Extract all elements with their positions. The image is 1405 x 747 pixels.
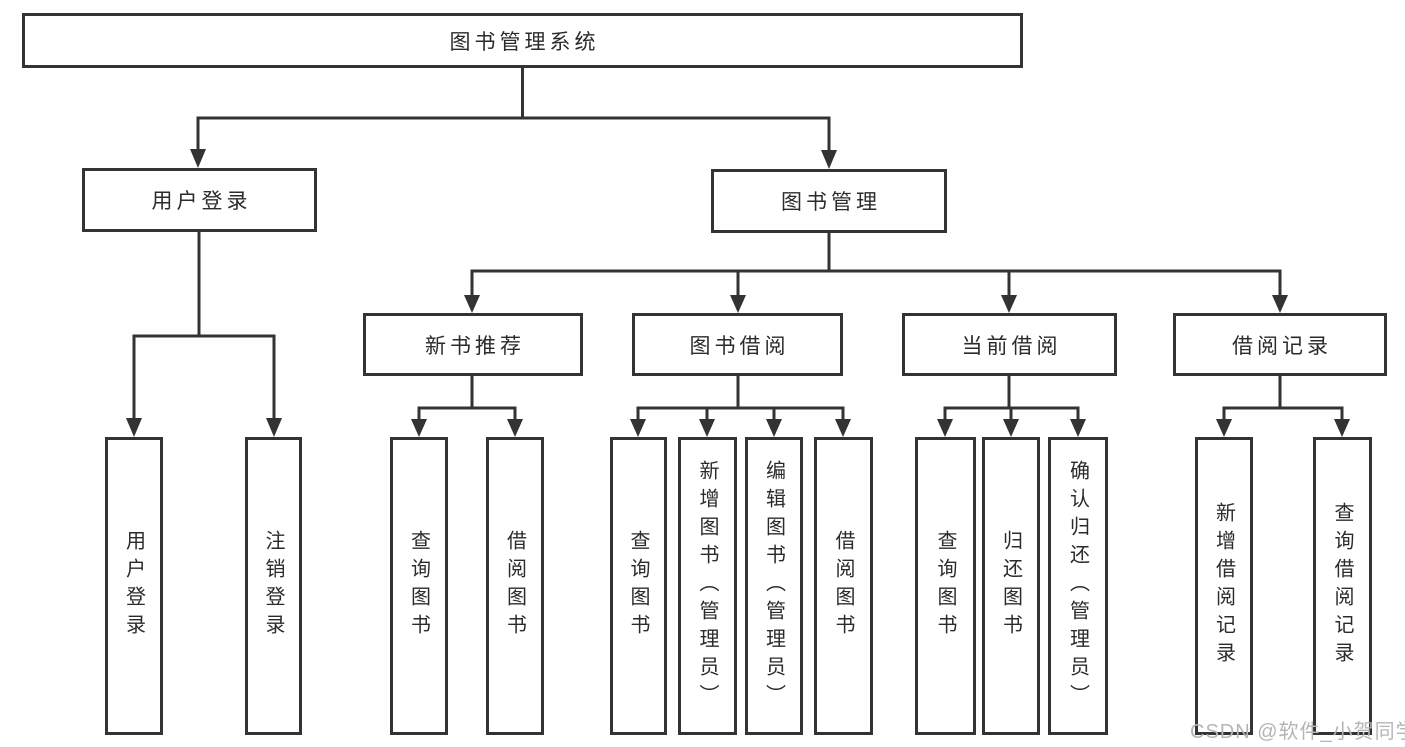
leaf-records-add-record: 新增借阅记录 bbox=[1195, 437, 1253, 735]
leaf-current-confirm-return-admin: 确认归还（管理员） bbox=[1048, 437, 1108, 735]
leaf-recommend-query-books: 查询图书 bbox=[390, 437, 448, 735]
leaf-borrow-query-books: 查询图书 bbox=[610, 437, 667, 735]
leaf-borrow-add-books-admin: 新增图书（管理员） bbox=[678, 437, 737, 735]
csdn-watermark: CSDN @软件_小贺同学 bbox=[1190, 721, 1405, 743]
leaf-logout: 注销登录 bbox=[245, 437, 302, 735]
leaf-records-query-record: 查询借阅记录 bbox=[1313, 437, 1372, 735]
node-current-borrowing: 当前借阅 bbox=[902, 313, 1117, 376]
node-new-book-recommendation: 新书推荐 bbox=[363, 313, 583, 376]
leaf-current-return-books: 归还图书 bbox=[982, 437, 1040, 735]
leaf-borrow-edit-books-admin: 编辑图书（管理员） bbox=[745, 437, 803, 735]
leaf-current-query-books: 查询图书 bbox=[915, 437, 976, 735]
node-book-management: 图书管理 bbox=[711, 169, 947, 233]
leaf-recommend-borrow-books: 借阅图书 bbox=[486, 437, 544, 735]
node-borrowing-records: 借阅记录 bbox=[1173, 313, 1387, 376]
leaf-user-login: 用户登录 bbox=[105, 437, 163, 735]
node-user-login: 用户登录 bbox=[82, 168, 317, 232]
node-book-borrowing: 图书借阅 bbox=[632, 313, 843, 376]
node-library-management-system: 图书管理系统 bbox=[22, 13, 1023, 68]
leaf-borrow-borrow-books: 借阅图书 bbox=[814, 437, 873, 735]
